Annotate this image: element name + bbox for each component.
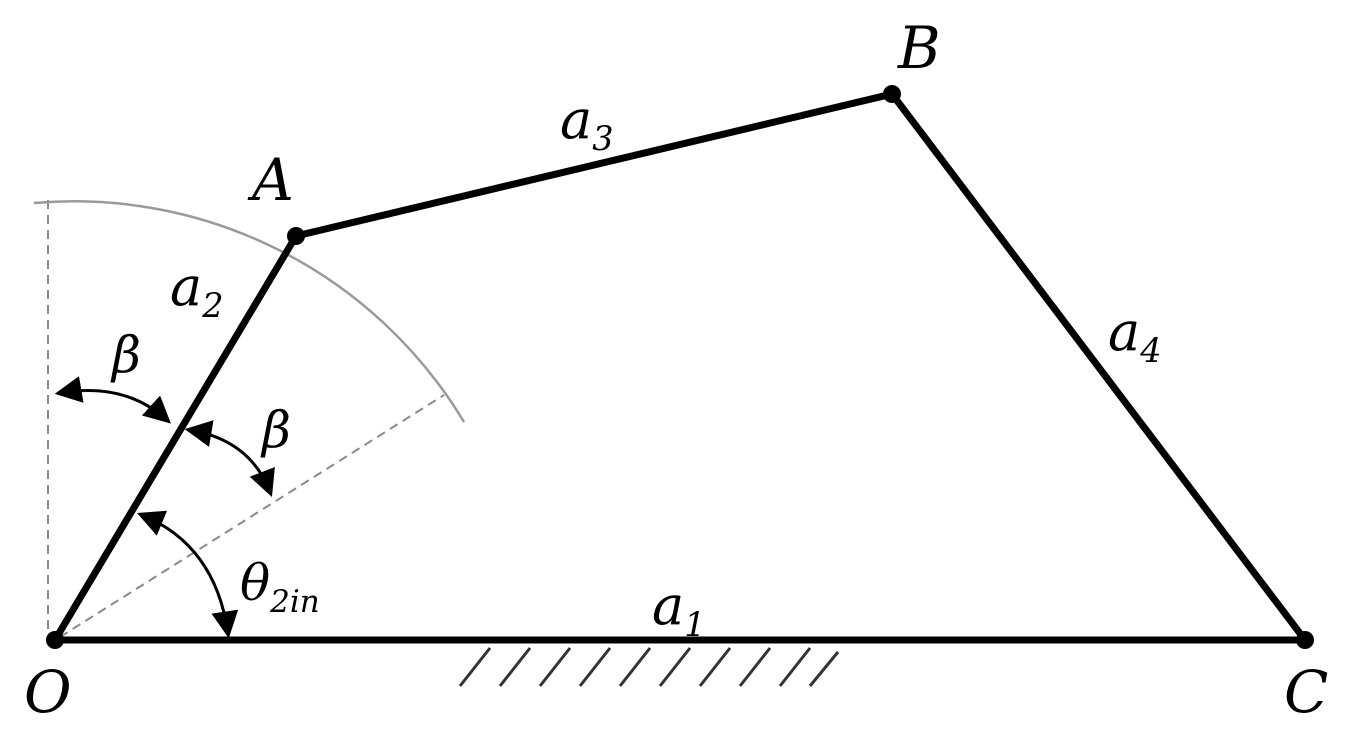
label-beta-left: β <box>110 326 141 384</box>
label-point-O: O <box>24 658 72 726</box>
link-a4-rocker <box>888 90 1309 644</box>
label-link-a3: a3 <box>560 88 614 158</box>
joint-B <box>883 85 901 103</box>
beta-left-arrow <box>54 376 172 424</box>
angle-bisector-dashed-line <box>59 394 445 638</box>
label-point-B: B <box>897 14 941 82</box>
label-beta-right: β <box>260 401 291 459</box>
label-link-a2: a2 <box>170 255 224 325</box>
label-point-A: A <box>247 146 294 214</box>
crank-swing-arc <box>33 200 466 423</box>
label-link-a4: a4 <box>1108 300 1162 370</box>
joint-O <box>46 631 64 649</box>
link-a2-crank <box>51 232 300 644</box>
joint-A <box>287 227 305 245</box>
label-link-a1: a1 <box>652 574 706 644</box>
theta-2in-arrow <box>137 510 239 639</box>
label-theta-2in: θ2in <box>240 554 320 620</box>
beta-right-arrow <box>184 420 275 498</box>
joint-C <box>1296 631 1314 649</box>
label-point-C: C <box>1284 658 1328 726</box>
link-a3-coupler <box>292 90 896 240</box>
ground-hatch <box>458 647 840 687</box>
